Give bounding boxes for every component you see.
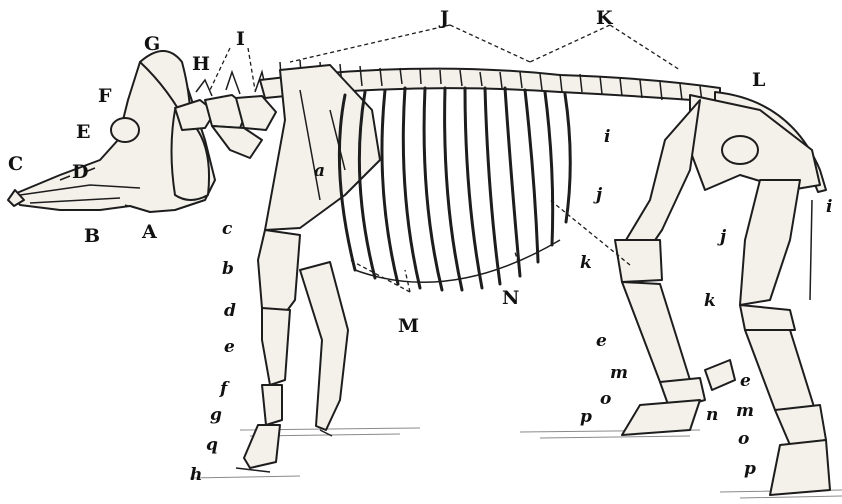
label-i-hip: i	[604, 127, 610, 147]
label-L: L	[752, 69, 765, 91]
label-d: d	[224, 301, 236, 321]
label-f: f	[219, 379, 230, 399]
label-e-hind-right: e	[740, 371, 751, 391]
label-g: g	[210, 405, 222, 425]
label-N: N	[502, 287, 519, 309]
label-D: D	[72, 161, 88, 183]
label-j-right: j	[717, 227, 727, 247]
label-i-tail: i	[826, 197, 832, 217]
label-c: c	[222, 219, 233, 239]
label-m-left: m	[610, 363, 628, 383]
label-k-right: k	[704, 291, 716, 311]
label-b: b	[222, 259, 234, 279]
label-M: M	[398, 315, 419, 337]
label-E: E	[76, 121, 90, 143]
label-o-left: o	[600, 389, 611, 409]
label-m-right: m	[736, 401, 754, 421]
label-I: I	[236, 28, 245, 50]
label-F: F	[98, 85, 112, 107]
label-A: A	[141, 221, 157, 243]
label-j-left: j	[593, 185, 603, 205]
label-p-right: p	[744, 459, 756, 479]
label-a: a	[314, 161, 325, 181]
label-K: K	[596, 7, 614, 29]
label-o-right: o	[738, 429, 749, 449]
label-e-fore: e	[224, 337, 235, 357]
label-B: B	[84, 225, 100, 247]
label-G: G	[144, 33, 160, 55]
label-q: q	[206, 435, 218, 455]
label-J: J	[438, 7, 449, 29]
pelvis	[690, 95, 820, 190]
label-k-left: k	[580, 253, 592, 273]
label-e-hind-left: e	[596, 331, 607, 351]
label-C: C	[8, 153, 23, 175]
skull	[8, 51, 215, 212]
label-n: n	[706, 405, 718, 425]
label-p-left: p	[580, 407, 592, 427]
label-h: h	[190, 465, 202, 485]
label-H: H	[192, 53, 210, 75]
